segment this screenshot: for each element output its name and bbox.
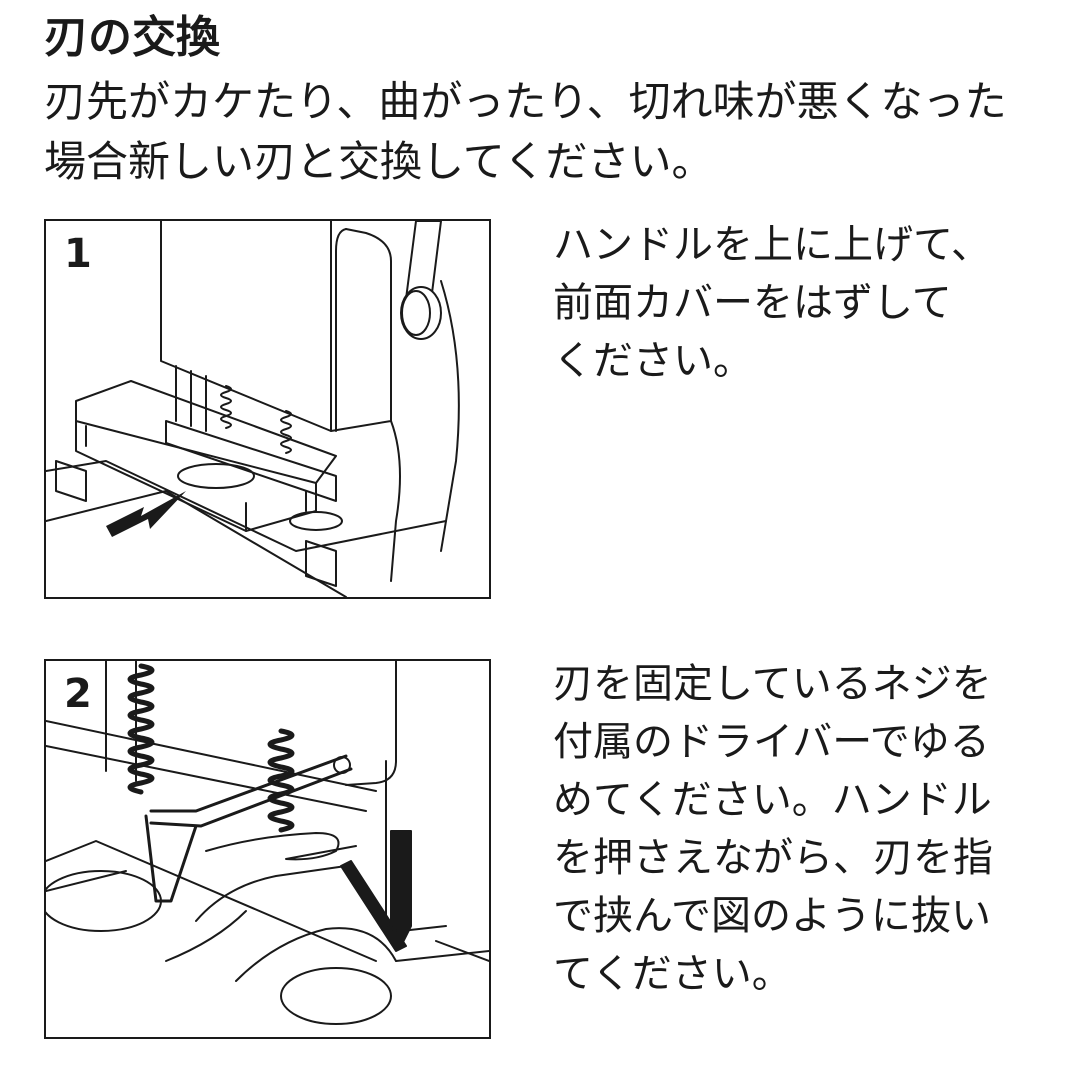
step-2-line-1: 刃を固定しているネジを (553, 661, 992, 707)
step-2-line-5: で挟んで図のように抜い (553, 893, 991, 939)
step-2-line-3: めてください。ハンドル (553, 777, 992, 823)
step-2-line-6: てください。 (553, 951, 792, 997)
step-2-figure: 2 (44, 659, 491, 1039)
step-1-line-1: ハンドルを上に上げて、 (553, 222, 991, 268)
step-1-text: ハンドルを上に上げて、 前面カバーをはずして ください。 (553, 216, 991, 390)
step-2-line-4: を押さえながら、刃を指 (553, 835, 993, 881)
intro-line-1: 刃先がカケたり、曲がったり、切れ味が悪くなった (44, 77, 1007, 126)
step-2-number: 2 (60, 669, 96, 719)
step-2-text: 刃を固定しているネジを 付属のドライバーでゆる めてください。ハンドル を押さえ… (553, 655, 993, 1003)
step-1-line-2: 前面カバーをはずして (553, 280, 952, 326)
step-1-number: 1 (60, 229, 96, 279)
page-title: 刃の交換 (44, 12, 220, 63)
arrow-icon (106, 491, 186, 537)
step-1-figure: 1 (44, 219, 491, 599)
step-1-line-3: ください。 (553, 338, 753, 384)
intro-line-2: 場合新しい刃と交換してください。 (44, 137, 714, 186)
step-2-line-2: 付属のドライバーでゆる (553, 719, 990, 765)
blade-removal-with-screwdriver-illustration (46, 661, 489, 1025)
intro-text: 刃先がカケたり、曲がったり、切れ味が悪くなった 場合新しい刃と交換してください。 (44, 72, 1064, 192)
paper-cutter-cover-removal-illustration (46, 221, 460, 597)
